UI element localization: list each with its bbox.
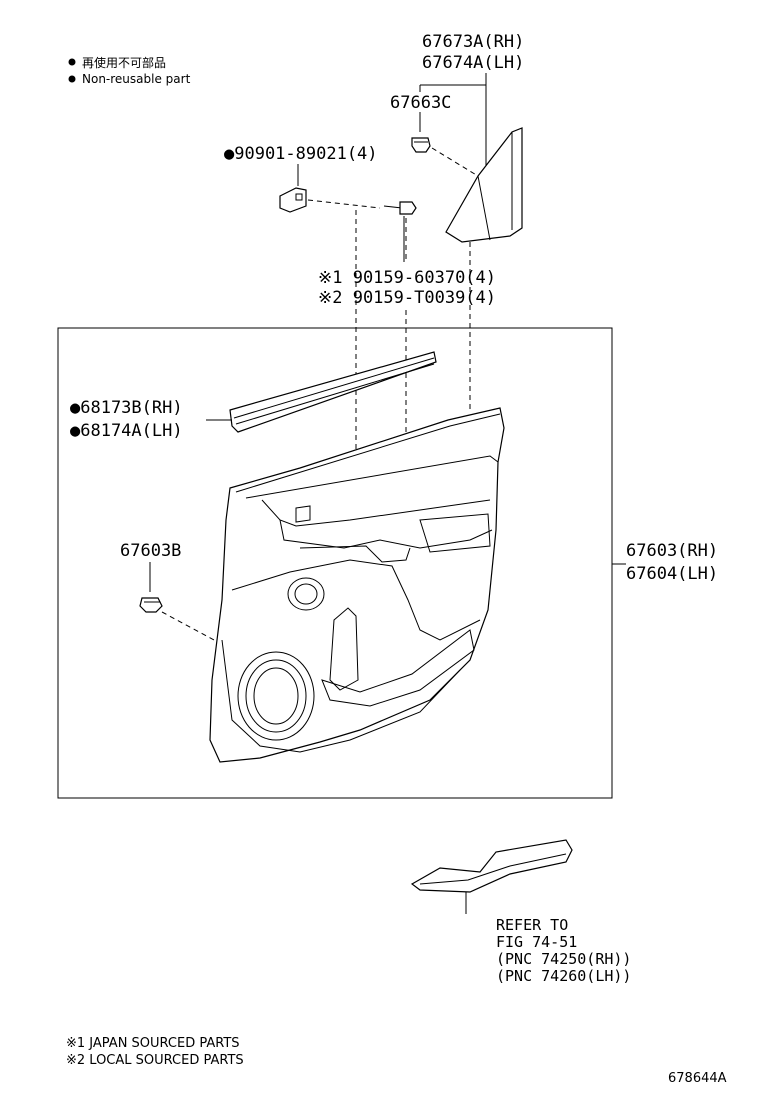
legend-item-jp: 再使用不可部品 [82,55,166,70]
armrest-reference-part [410,839,573,893]
clip-67663c-part [411,137,431,153]
dash-67663c [431,147,479,177]
legend: 再使用不可部品 Non-reusable part [68,55,191,86]
weatherstrip-part [229,351,437,433]
screw-part [383,201,417,215]
label-refer-fig: FIG 74-51 [496,933,577,951]
legend-bullet-icon [68,75,76,83]
label-refer-pnc-rh: (PNC 74250(RH)) [496,950,631,968]
legend-bullet-icon [68,58,76,66]
legend-item-en: Non-reusable part [82,72,191,86]
label-weatherstrip-rh: ●68173B(RH) [70,398,183,418]
dash-90901 [307,199,381,209]
label-molding-lh: 67674A(LH) [422,53,524,73]
dash-67603b [161,611,215,641]
leader-molding [419,73,487,170]
label-panel-lh: 67604(LH) [626,564,718,584]
label-weatherstrip-lh: ●68174A(LH) [70,421,183,441]
label-screw-1: ※1 90159-60370(4) [318,268,496,288]
footnote-2: ※2 LOCAL SOURCED PARTS [66,1053,244,1068]
label-panel-rh: 67603(RH) [626,541,718,561]
label-clip-67663c: 67663C [390,93,451,113]
label-screw-2: ※2 90159-T0039(4) [318,288,496,308]
label-refer-pnc-lh: (PNC 74260(LH)) [496,967,631,985]
clip-90901-part [279,187,307,213]
corner-molding-part [445,127,523,243]
door-trim-panel-part [209,407,505,763]
label-refer-to: REFER TO [496,916,568,934]
footnote-1: ※1 JAPAN SOURCED PARTS [66,1036,240,1051]
label-molding-rh: 67673A(RH) [422,32,524,52]
label-clip-67603b: 67603B [120,541,181,561]
clip-67603b-part [139,597,163,613]
figure-id: 678644A [668,1071,727,1086]
assembly-frame [57,327,613,799]
label-clip-90901: ●90901-89021(4) [224,144,378,164]
